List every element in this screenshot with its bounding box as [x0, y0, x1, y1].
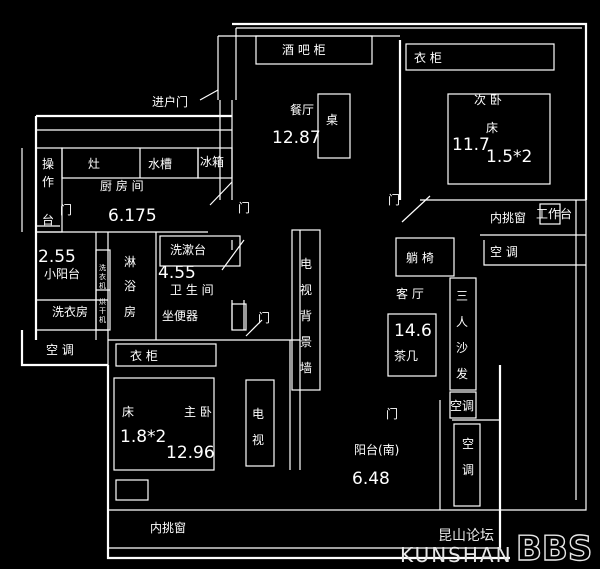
tv-wall-label-4: 景: [300, 335, 312, 349]
kitchen-counter: [61, 147, 199, 179]
outer-walls: [20, 22, 588, 560]
aircon-small-label: 空调: [450, 399, 474, 413]
sink-label: 水槽: [148, 157, 172, 171]
tv-wall-label-5: 墙: [300, 361, 312, 375]
aircon-vertical-box: [453, 423, 481, 507]
living-area: 14.6: [394, 321, 432, 341]
sofa-label-1: 三: [456, 289, 468, 303]
washer-label-1: 洗: [99, 263, 106, 272]
entrance-door-label: 进户门: [152, 94, 188, 109]
laundry-label: 洗衣房: [52, 304, 88, 319]
recliner: [395, 237, 455, 277]
master-bed-label: 床: [122, 405, 134, 419]
master-bedroom-label: 主 卧: [184, 405, 212, 419]
watermark: 昆山论坛 KUNSHAN BBS: [400, 528, 593, 569]
operation-counter: [35, 147, 63, 233]
labels: 酒 吧 柜 衣 柜 进户门 餐厅 12.87 桌 次 卧 11.7 床 1.5*…: [38, 43, 572, 535]
fridge-label: 冰箱: [200, 154, 224, 169]
dining-area: 12.87: [272, 128, 321, 148]
bathroom-label: 卫 生 间: [170, 283, 214, 297]
second-door-label: 门: [388, 192, 400, 207]
bath-door-label: 门: [258, 310, 270, 325]
desk-label: 工作台: [536, 206, 572, 221]
balcony-area: 6.48: [352, 469, 390, 489]
wine-cabinet-label: 酒 吧 柜: [282, 43, 326, 57]
tv-wall-label-3: 背: [300, 309, 312, 323]
balcony-door-label: 门: [386, 406, 398, 421]
watermark-logo: BBS: [516, 529, 592, 569]
tv-wall-label-1: 电: [300, 257, 312, 271]
aircon-vertical-2: 调: [462, 463, 474, 477]
watermark-en: KUNSHAN: [400, 543, 513, 567]
tea-table-label: 茶几: [394, 348, 418, 363]
sofa-label-3: 沙: [456, 341, 468, 355]
master-wardrobe: [115, 343, 217, 367]
furniture: [35, 35, 561, 507]
dining-door-label: 门: [238, 200, 250, 215]
dryer-label-3: 机: [99, 315, 106, 324]
tv-label-2: 视: [252, 432, 264, 447]
fridge-box: [197, 147, 233, 179]
aircon-unit: [449, 391, 477, 419]
tea-table: [387, 313, 437, 377]
second-bedroom-area: 11.7: [452, 135, 490, 155]
kitchen-area: 6.175: [108, 206, 157, 226]
living-label: 客 厅: [396, 286, 424, 301]
tv-wall-label-2: 视: [300, 282, 312, 297]
tv-label-1: 电: [252, 407, 264, 421]
master-bed-size: 1.8*2: [120, 427, 166, 447]
washer-label-3: 机: [99, 281, 106, 290]
second-bed: [447, 93, 551, 185]
sofa-label-4: 发: [456, 366, 468, 381]
watermark-cn: 昆山论坛: [438, 528, 494, 544]
aircon-vertical-1: 空: [462, 437, 474, 451]
aircon-label-1: 空 调: [490, 245, 518, 259]
bay-window-label: 内挑窗: [490, 211, 526, 225]
second-bed-size: 1.5*2: [486, 147, 532, 167]
small-balcony-label: 小阳台: [44, 266, 80, 281]
sofa-label-2: 人: [456, 315, 468, 329]
master-bed: [113, 377, 215, 471]
tv-stand: [245, 379, 275, 467]
south-balcony-label: 阳台(南): [354, 442, 399, 457]
wash-basin-label: 洗漱台: [170, 242, 206, 257]
dryer-label-1: 烘: [99, 297, 106, 306]
second-bed-label: 床: [486, 121, 498, 135]
toilet-label: 坐便器: [162, 309, 198, 323]
operation-label-3: 台: [42, 212, 54, 227]
stove-label: 灶: [88, 157, 100, 171]
shower-label-1: 淋: [124, 255, 136, 269]
shower-label-3: 房: [124, 304, 136, 319]
operation-label-2: 作: [42, 175, 54, 189]
work-desk: [539, 203, 561, 225]
shower-label-2: 浴: [124, 279, 136, 293]
kitchen-door-label: 门: [60, 202, 72, 217]
washer-label-2: 衣: [99, 272, 106, 281]
dining-table: [317, 93, 351, 159]
bathroom-area: 4.55: [158, 263, 196, 283]
dryer-label-2: 干: [99, 307, 106, 315]
tv-wall-panel: [291, 229, 321, 391]
bay-window-bottom-label: 内挑窗: [150, 521, 186, 535]
master-wardrobe-label: 衣 柜: [130, 348, 158, 363]
dining-label: 餐厅: [290, 102, 314, 117]
wash-basin: [159, 235, 241, 267]
wine-cabinet: [255, 35, 373, 65]
toilet-seat: [231, 303, 247, 331]
three-seat-sofa: [449, 277, 477, 391]
wardrobe-top: [405, 43, 555, 71]
kitchen-label: 厨 房 间: [100, 178, 144, 193]
operation-label-1: 操: [42, 156, 54, 171]
small-balcony-area: 2.55: [38, 247, 76, 267]
recliner-label: 躺 椅: [406, 250, 434, 265]
table-label: 桌: [326, 113, 338, 127]
bed-side-box: [115, 479, 149, 501]
master-area: 12.96: [166, 443, 215, 463]
aircon-label-2: 空 调: [46, 343, 74, 357]
second-bedroom-label: 次 卧: [474, 93, 502, 107]
wardrobe-top-label: 衣 柜: [414, 50, 442, 65]
